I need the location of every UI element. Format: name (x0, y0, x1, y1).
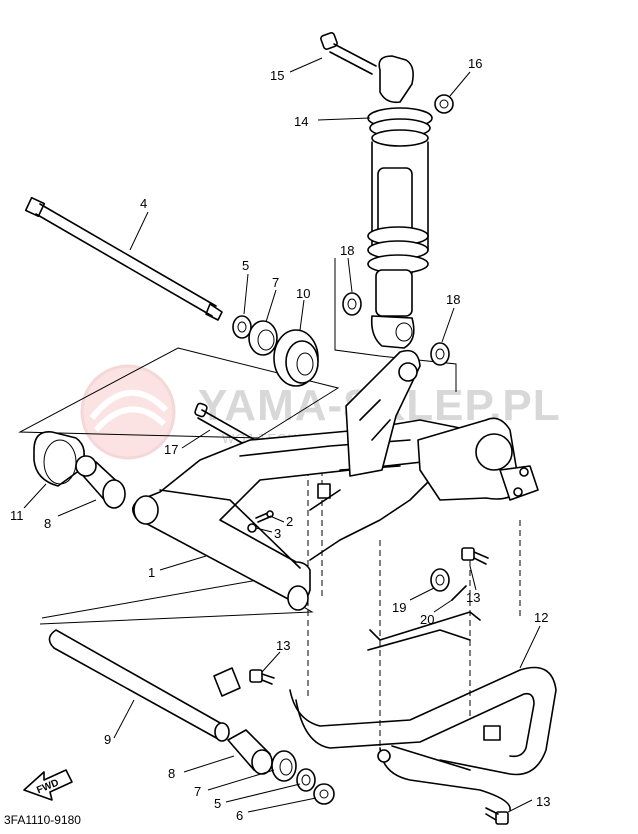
callout-6: 6 (236, 808, 243, 823)
part-6-nut (313, 783, 335, 805)
part-18-collar-right (430, 342, 450, 366)
figure-code: 3FA1110-9180 (4, 813, 81, 827)
callout-20: 20 (420, 612, 434, 627)
callout-18-left: 18 (340, 243, 354, 258)
part-10-bushing (273, 329, 319, 387)
callout-4: 4 (140, 196, 147, 211)
part-13-bolt-lower-left (249, 669, 275, 685)
part-8-collar-upper (75, 455, 126, 509)
part-5-washer-lower (296, 768, 316, 792)
callout-15: 15 (270, 68, 284, 83)
callout-18-right: 18 (446, 292, 460, 307)
part-13-bolt-bottom (485, 807, 509, 825)
part-3-nut (247, 523, 257, 533)
callout-5-lower: 5 (214, 796, 221, 811)
part-18-collar-left (342, 292, 362, 316)
frame-plate-right (417, 417, 539, 501)
part-8-collar-lower (227, 729, 273, 775)
part-9-tube (48, 629, 230, 742)
callout-14: 14 (294, 114, 308, 129)
part-2-bolt (255, 510, 274, 523)
watermark-logo-icon (80, 364, 176, 460)
part-4-pivot-shaft (24, 196, 223, 321)
callout-13-lower-left: 13 (276, 638, 290, 653)
part-16-nut (434, 94, 454, 114)
part-7-seal (248, 320, 278, 356)
callout-10: 10 (296, 286, 310, 301)
callout-13-bottom: 13 (536, 794, 550, 809)
relay-arm-bracket (345, 349, 421, 477)
leader-lines (23, 57, 541, 813)
callout-8-lower: 8 (168, 766, 175, 781)
part-12-frame-guard (289, 611, 557, 811)
callout-7-upper: 7 (272, 275, 279, 290)
callout-7-lower: 7 (194, 784, 201, 799)
callout-12: 12 (534, 610, 548, 625)
part-7-seal-lower (271, 750, 297, 782)
callout-17: 17 (164, 442, 178, 457)
part-front-pivot-cap (213, 667, 241, 697)
part-11-bushing (33, 431, 85, 487)
callout-11: 11 (10, 508, 24, 523)
callout-labels: 15 16 14 4 5 7 10 18 18 17 11 8 2 3 1 19… (10, 56, 550, 823)
callout-16: 16 (468, 56, 482, 71)
part-19-washer (430, 568, 450, 592)
callout-3: 3 (274, 526, 281, 541)
callout-19: 19 (392, 600, 406, 615)
callout-1: 1 (148, 565, 155, 580)
fwd-arrow-icon: FWD (23, 769, 73, 801)
callout-5-upper: 5 (242, 258, 249, 273)
callout-2: 2 (286, 514, 293, 529)
callout-8-upper: 8 (44, 516, 51, 531)
part-5-washer (232, 315, 252, 339)
callout-9: 9 (104, 732, 111, 747)
callout-13-mid: 13 (466, 590, 480, 605)
part-15-bolt (320, 32, 377, 75)
part-13-bolt-mid (461, 547, 489, 565)
part-20-cotter-pin (451, 585, 467, 601)
part-14-shock-absorber (367, 55, 433, 349)
